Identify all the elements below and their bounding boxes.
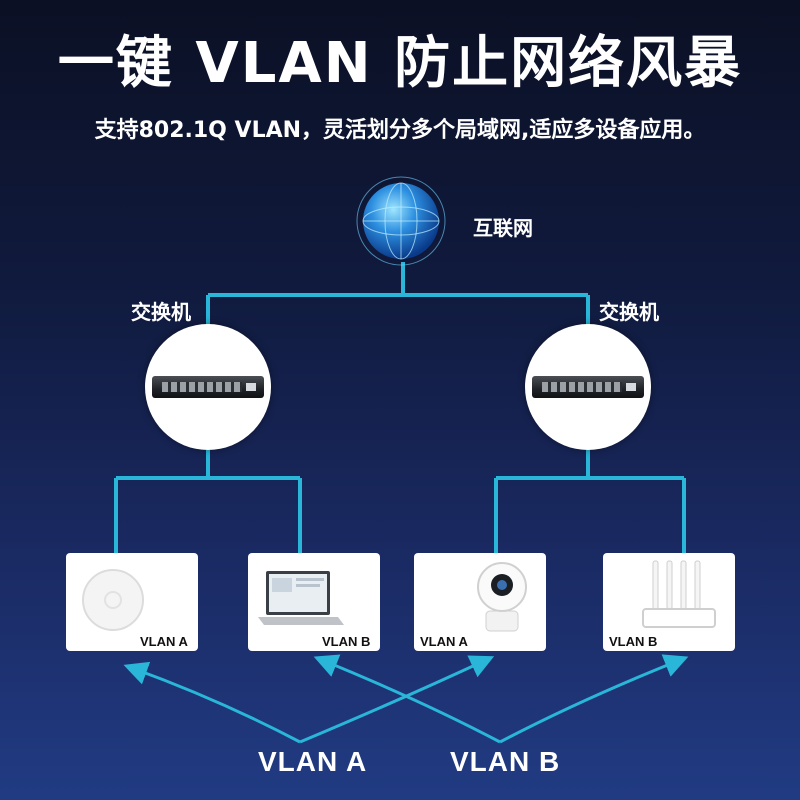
device-card-laptop: VLAN B (248, 553, 380, 651)
bottom-vlan-b-label: VLAN B (450, 746, 561, 777)
device-card-router: VLAN B (603, 553, 735, 651)
page-subtitle: 支持802.1Q VLAN，灵活划分多个局域网,适应多设备应用。 (94, 118, 706, 143)
device-vlan-label: VLAN B (322, 634, 371, 649)
arrow-vlan-b-left (313, 654, 501, 744)
bottom-vlan-a-label: VLAN A (258, 746, 368, 777)
network-switch-icon (532, 376, 644, 398)
device-vlan-label: VLAN A (140, 634, 188, 649)
switch-left (145, 324, 271, 450)
security-camera-icon (477, 562, 527, 632)
internet-label: 互联网 (473, 216, 533, 240)
arrow-vlan-a-left (123, 661, 301, 744)
ceiling-access-point-icon (82, 569, 144, 631)
switch-right (525, 324, 651, 450)
wifi-router-icon (642, 560, 716, 628)
network-switch-icon (152, 376, 264, 398)
page-title: 一键 VLAN 防止网络风暴 (57, 31, 743, 96)
internet-globe-icon (355, 175, 447, 267)
switch-right-label: 交换机 (599, 300, 659, 324)
switch-left-label: 交换机 (131, 300, 191, 324)
device-vlan-label: VLAN A (420, 634, 468, 649)
device-vlan-label: VLAN B (609, 634, 658, 649)
arrow-vlan-b-right (499, 654, 689, 744)
device-card-access-point: VLAN A (66, 553, 198, 651)
device-card-camera: VLAN A (414, 553, 546, 651)
laptop-icon (258, 571, 344, 625)
arrow-vlan-a-right (299, 655, 495, 744)
